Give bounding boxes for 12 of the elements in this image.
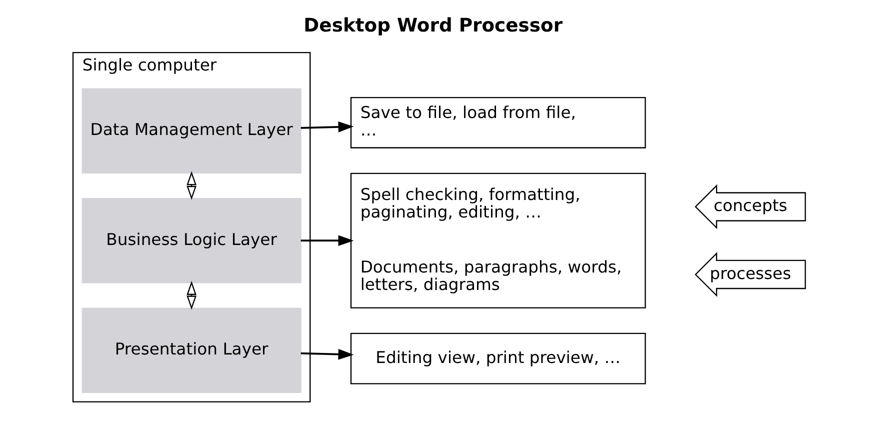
node-box: Presentation Layer [82, 308, 302, 394]
node-box: Business Logic Layer [82, 198, 302, 284]
arrow [186, 171, 196, 200]
node-box: Editing view, print preview, … [350, 332, 646, 384]
arrow [186, 280, 196, 310]
arrow [300, 122, 354, 132]
node-box: Data Management Layer [82, 88, 302, 174]
node-box: Save to file, load from file, … [350, 96, 646, 148]
arrow [300, 348, 354, 360]
node-box: Spell checking, formatting, paginating, editing, … Documents, paragraphs, words, letters, diagrams [350, 172, 646, 308]
diagram-title: Desktop Word Processor [304, 15, 563, 36]
arrow [300, 235, 354, 246]
